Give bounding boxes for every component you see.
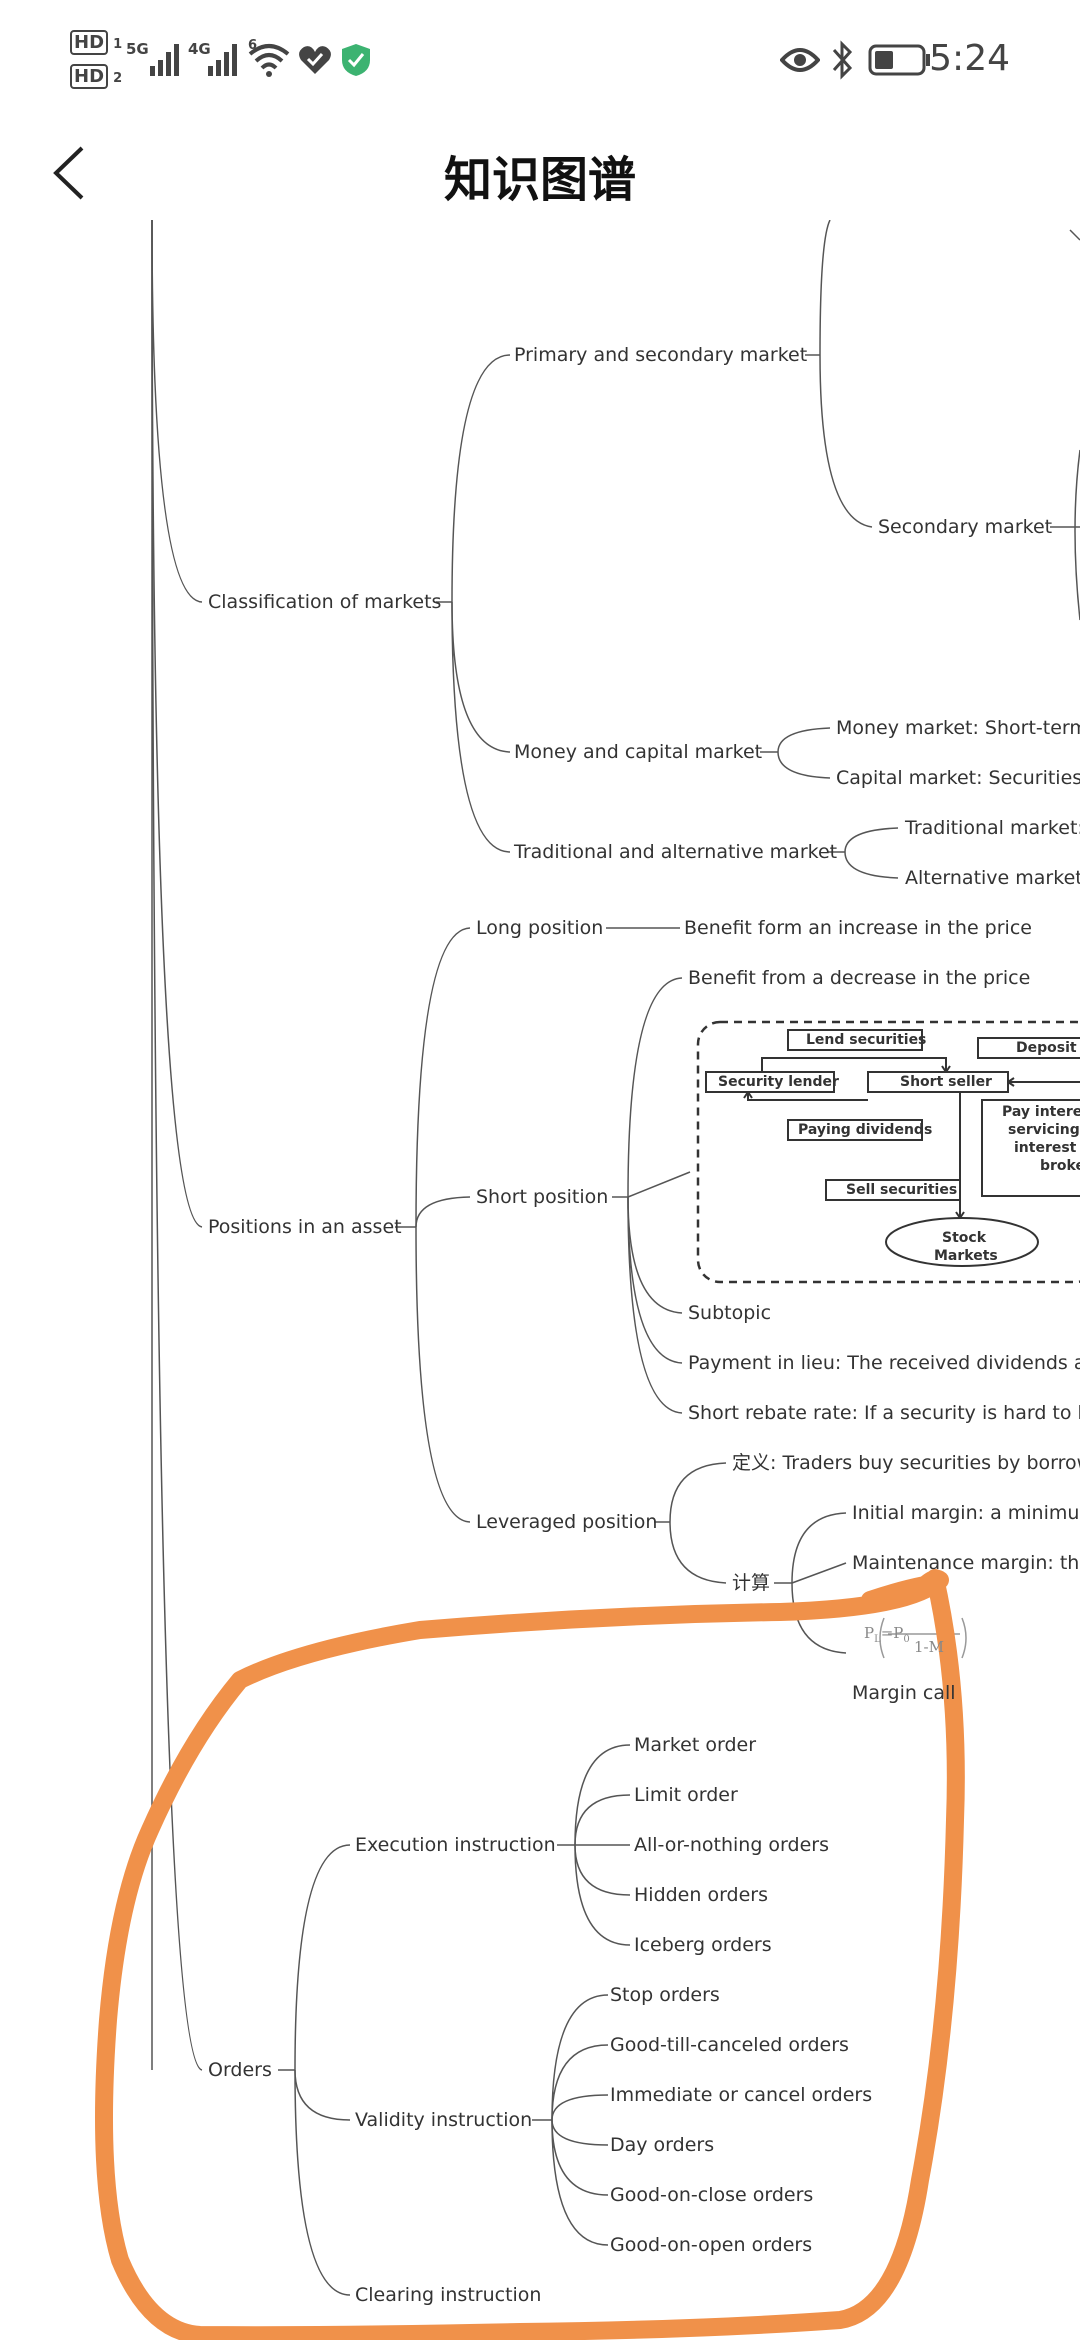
mindmap-connectors: [95, 220, 1080, 2340]
shield-check-icon: [342, 44, 370, 76]
diagram-paying-dividends: Paying dividends: [798, 1122, 933, 1138]
node-leveraged-definition[interactable]: 定义: Traders buy securities by borrowin: [732, 1452, 1080, 1474]
node-payment-in-lieu[interactable]: Payment in lieu: The received dividends …: [688, 1352, 1080, 1374]
node-classification-of-markets[interactable]: Classification of markets: [208, 591, 442, 613]
node-traditional-market[interactable]: Traditional market:: [905, 817, 1080, 839]
diagram-stock-markets-line2: Markets: [934, 1248, 998, 1264]
node-long-benefit[interactable]: Benefit form an increase in the price: [684, 917, 1032, 939]
diagram-deposit: Deposit c: [1016, 1040, 1080, 1056]
node-margin-formula[interactable]: PL=P0: [864, 1624, 910, 1645]
node-positions-in-an-asset[interactable]: Positions in an asset: [208, 1216, 402, 1238]
app-header: 知识图谱: [0, 120, 1080, 220]
node-money-capital-market[interactable]: Money and capital market: [514, 741, 763, 763]
diagram-pay-interest-line2: servicing f: [1008, 1122, 1080, 1138]
node-maintenance-margin[interactable]: Maintenance margin: the: [852, 1552, 1080, 1574]
mindmap-canvas[interactable]: Classification of markets Primary and se…: [0, 220, 1080, 2340]
node-secondary-market[interactable]: Secondary market: [878, 516, 1053, 538]
node-primary-secondary-market[interactable]: Primary and secondary market: [514, 344, 808, 366]
clock-time: 5:24: [929, 38, 1010, 79]
node-stop-orders[interactable]: Stop orders: [610, 1984, 720, 2006]
node-good-till-canceled-orders[interactable]: Good-till-canceled orders: [610, 2034, 849, 2056]
node-capital-market[interactable]: Capital market: Securities c: [836, 767, 1080, 789]
node-traditional-alternative-market[interactable]: Traditional and alternative market: [514, 841, 838, 863]
diagram-lend-securities: Lend securities: [806, 1032, 927, 1048]
signal-icon: [208, 44, 237, 76]
node-iceberg-orders[interactable]: Iceberg orders: [634, 1934, 772, 1956]
status-bar: HD 1 HD 2 5G 4G 6 5:24: [0, 0, 1080, 120]
node-orders[interactable]: Orders: [208, 2059, 272, 2081]
node-short-rebate-rate[interactable]: Short rebate rate: If a security is hard…: [688, 1402, 1080, 1424]
page-title: 知识图谱: [443, 152, 636, 208]
node-initial-margin[interactable]: Initial margin: a minimun: [852, 1502, 1080, 1524]
node-limit-order[interactable]: Limit order: [634, 1784, 738, 1806]
diagram-sell-securities: Sell securities: [846, 1182, 958, 1198]
network-5g-label: 5G: [126, 40, 149, 58]
node-margin-call[interactable]: Margin call: [852, 1682, 956, 1704]
node-market-order[interactable]: Market order: [634, 1734, 757, 1756]
diagram-stock-markets-line1: Stock: [942, 1230, 987, 1246]
node-short-position[interactable]: Short position: [476, 1186, 609, 1208]
diagram-pay-interest-line1: Pay interest: [1002, 1104, 1080, 1120]
node-short-benefit[interactable]: Benefit from a decrease in the price: [688, 967, 1031, 989]
wifi-icon: [248, 44, 290, 77]
diagram-short-seller: Short seller: [900, 1074, 992, 1090]
eye-icon: [780, 48, 820, 72]
node-good-on-open-orders[interactable]: Good-on-open orders: [610, 2234, 813, 2256]
node-margin-formula-denominator: 1-M: [914, 1638, 944, 1656]
node-day-orders[interactable]: Day orders: [610, 2134, 715, 2156]
network-4g-label: 4G: [188, 40, 211, 58]
node-money-market[interactable]: Money market: Short-term: [836, 717, 1080, 739]
node-clearing-instruction[interactable]: Clearing instruction: [355, 2284, 542, 2306]
diagram-pay-interest-line4: broke: [1040, 1158, 1080, 1174]
diagram-pay-interest-line3: interest p: [1014, 1140, 1080, 1156]
heart-icon: [299, 46, 331, 74]
highlight-annotation: [95, 1569, 965, 2340]
hd2-badge: HD 2: [70, 64, 122, 89]
diagram-security-lender: Security lender: [718, 1074, 839, 1090]
node-long-position[interactable]: Long position: [476, 917, 604, 939]
signal-icon: [150, 44, 179, 76]
node-alternative-market[interactable]: Alternative market:: [905, 867, 1080, 889]
battery-icon: [868, 44, 930, 76]
short-selling-diagram: [696, 1020, 1080, 1284]
node-leveraged-position[interactable]: Leveraged position: [476, 1511, 658, 1533]
bluetooth-icon: [832, 40, 853, 80]
chevron-left-icon[interactable]: [40, 138, 100, 208]
node-validity-instruction[interactable]: Validity instruction: [355, 2109, 533, 2131]
hd1-badge: HD 1: [70, 30, 122, 55]
node-good-on-close-orders[interactable]: Good-on-close orders: [610, 2184, 814, 2206]
node-subtopic[interactable]: Subtopic: [688, 1302, 772, 1324]
node-execution-instruction[interactable]: Execution instruction: [355, 1834, 556, 1856]
wifi-label: 6: [248, 38, 258, 53]
node-all-or-nothing-orders[interactable]: All-or-nothing orders: [634, 1834, 829, 1856]
node-calculation[interactable]: 计算: [732, 1572, 771, 1594]
node-hidden-orders[interactable]: Hidden orders: [634, 1884, 769, 1906]
node-immediate-or-cancel-orders[interactable]: Immediate or cancel orders: [610, 2084, 873, 2106]
